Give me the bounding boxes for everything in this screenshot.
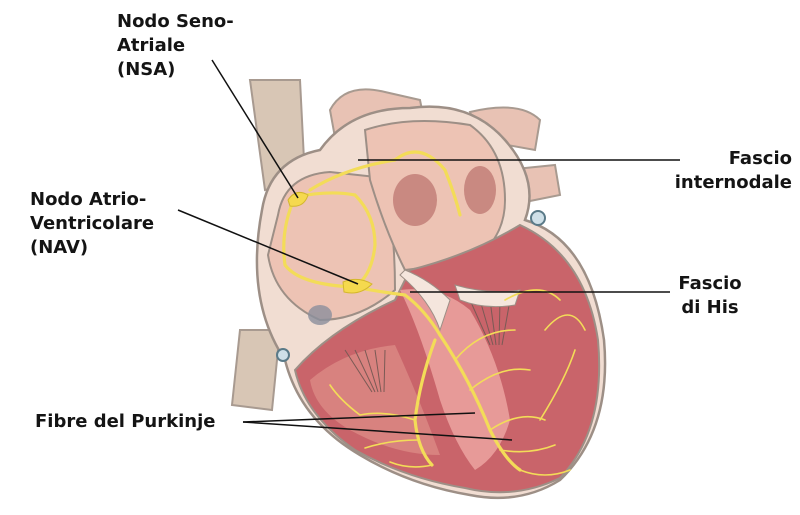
label-internodal-bundle: Fascio internodale <box>675 147 792 195</box>
label-nav-line-3: (NAV) <box>30 236 154 260</box>
label-bundle-of-his: Fascio di His <box>660 272 760 320</box>
label-purkinje-fibers: Fibre del Purkinje <box>35 410 215 434</box>
label-internodal-line-1: Fascio <box>675 147 792 171</box>
label-sinoatrial-node: Nodo Seno- Atriale (NSA) <box>117 10 234 82</box>
label-nsa-line-1: Nodo Seno- <box>117 10 234 34</box>
label-his-line-1: Fascio <box>660 272 760 296</box>
label-internodal-line-2: internodale <box>675 171 792 195</box>
label-nav-line-2: Ventricolare <box>30 212 154 236</box>
label-nsa-line-3: (NSA) <box>117 58 234 82</box>
label-atrioventricular-node: Nodo Atrio- Ventricolare (NAV) <box>30 188 154 260</box>
label-nav-line-1: Nodo Atrio- <box>30 188 154 212</box>
label-his-line-2: di His <box>660 296 760 320</box>
inferior-vena-cava <box>232 330 280 410</box>
label-purkinje-line-1: Fibre del Purkinje <box>35 410 215 434</box>
label-nsa-line-2: Atriale <box>117 34 234 58</box>
